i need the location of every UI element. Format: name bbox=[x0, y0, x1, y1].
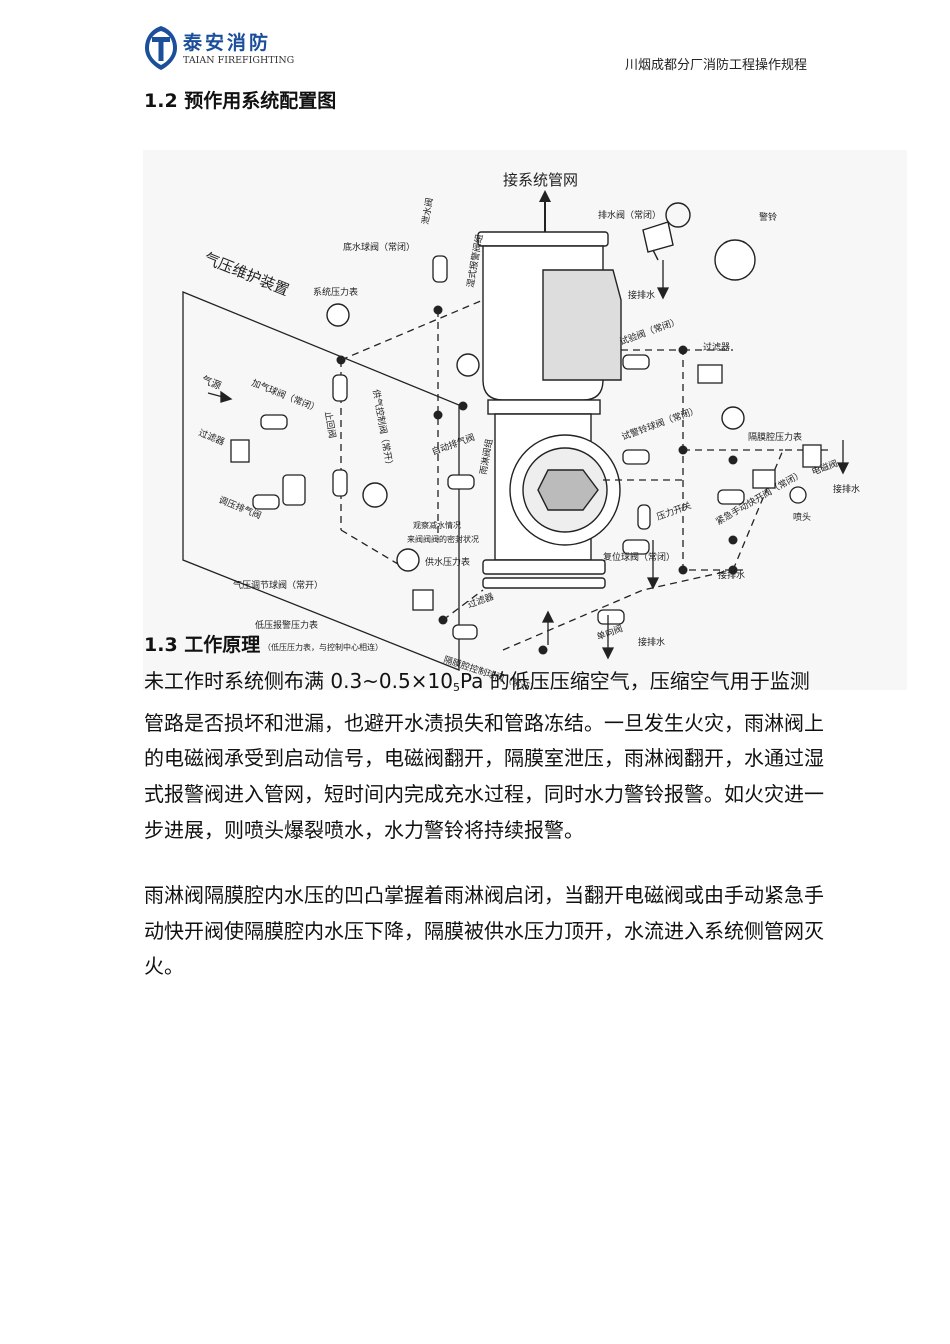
label-auto-exhaust: 自动排气阀 bbox=[430, 431, 476, 458]
label-filter-left: 过滤器 bbox=[197, 427, 227, 448]
label-drain-out-top: 接排水 bbox=[628, 289, 655, 301]
alarm-bell-icon bbox=[714, 239, 756, 281]
left-components bbox=[230, 255, 478, 640]
label-air-supply-valve: 供气控制阀（常开） bbox=[370, 388, 396, 470]
company-logo: 泰安消防 TAIAN FIREFIGHTING bbox=[143, 24, 303, 72]
label-air-pressure-ball: 气压调节球阀（常开） bbox=[233, 579, 323, 591]
label-drain-ball: 底水球阀（常闭） bbox=[343, 241, 415, 253]
label-top-pipe: 接系统管网 bbox=[503, 171, 578, 189]
main-valve-body bbox=[477, 231, 622, 589]
flow-arrows bbox=[207, 260, 850, 660]
label-one-way: 单向阀 bbox=[595, 622, 624, 643]
label-filter-right: 过滤器 bbox=[703, 341, 730, 353]
label-test-alarm: 试警铃球阀（常闭） bbox=[620, 404, 700, 443]
paragraph-working-principle-1: 未工作时系统侧布满 0.3~0.5×105Pa 的低压压缩空气，压缩空气用于监测… bbox=[144, 664, 824, 849]
label-drain-out-bottom-right: 接排水 bbox=[718, 569, 745, 581]
label-main-valve: 湿式报警阀组 bbox=[464, 233, 485, 288]
label-alarm-gauge: 低压报警压力表 bbox=[255, 619, 318, 631]
label-filter-bottom: 过滤器 bbox=[466, 590, 495, 611]
label-watch: 观察减水情况 bbox=[413, 520, 461, 530]
section-heading-1-2: 1.2 预作用系统配置图 bbox=[144, 90, 337, 112]
paragraph-1-part-b: Pa 的低压压缩空气，压缩空气用于监测管路是否损坏和泄漏，也避开水渍损失和管路冻… bbox=[144, 669, 824, 842]
label-nozzle: 喷头 bbox=[793, 512, 811, 523]
paragraph-1-part-a: 未工作时系统侧布满 0.3~0.5×10 bbox=[144, 669, 453, 693]
diagram-svg: 接系统管网 底水球阀（常闭） 泄水阀 系统压力表 气压维护装置 气源 加气球阀（… bbox=[182, 171, 860, 690]
label-ball-valve: 泄水阀 bbox=[419, 197, 436, 226]
drain-valve-handwheel bbox=[642, 202, 691, 261]
logo-text-en: TAIAN FIREFIGHTING bbox=[183, 55, 295, 66]
document-title: 川烟成都分厂消防工程操作规程 bbox=[624, 58, 807, 73]
label-add-air-valve: 加气球阀（常闭） bbox=[250, 377, 321, 415]
label-supply-gauge: 供水压力表 bbox=[425, 556, 470, 568]
label-drain-out-bottom: 接排水 bbox=[638, 636, 665, 648]
label-bell: 警铃 bbox=[759, 211, 777, 223]
label-reset-valve: 复位球阀（常闭） bbox=[603, 551, 675, 563]
label-drain-test: 试验阀（常闭） bbox=[618, 315, 681, 348]
logo-text-cn: 泰安消防 bbox=[183, 32, 272, 54]
paragraph-2-text: 雨淋阀隔膜腔内水压的凹凸掌握着雨淋阀启闭，当翻开电磁阀或由手动紧急手动快开阀使隔… bbox=[144, 883, 824, 979]
label-drain-out-right: 接排水 bbox=[833, 483, 860, 495]
label-air-source: 气源 bbox=[200, 373, 223, 393]
label-pressure-switch: 压力开关 bbox=[655, 499, 693, 523]
arrow-up-icon bbox=[539, 190, 551, 202]
system-diagram: 接系统管网 底水球阀（常闭） 泄水阀 系统压力表 气压维护装置 气源 加气球阀（… bbox=[143, 150, 907, 690]
pressure-gauges bbox=[326, 239, 756, 572]
label-check-valve: 止回阀 bbox=[322, 410, 339, 439]
label-watch-2: 来阀阀阀的密封状况 bbox=[407, 534, 479, 544]
label-drain-top: 排水阀（常闭） bbox=[598, 209, 661, 221]
label-alarm-gauge-note: （低压压力表，与控制中心相连） bbox=[263, 642, 383, 652]
label-system-gauge: 系统压力表 bbox=[313, 286, 358, 298]
paragraph-working-principle-2: 雨淋阀隔膜腔内水压的凹凸掌握着雨淋阀启闭，当翻开电磁阀或由手动紧急手动快开阀使隔… bbox=[144, 878, 824, 985]
air-maintenance-panel bbox=[182, 291, 460, 671]
label-air-maintain: 气压维护装置 bbox=[202, 249, 292, 299]
label-diaphragm-gauge: 隔膜腔压力表 bbox=[748, 431, 802, 443]
right-components bbox=[597, 354, 822, 625]
logo-emblem-icon bbox=[145, 26, 177, 70]
section-heading-1-3: 1.3 工作原理 bbox=[144, 634, 261, 656]
label-deluge-valve: 雨淋阀组 bbox=[477, 438, 495, 476]
paragraph-1-subscript: 5 bbox=[452, 681, 460, 694]
